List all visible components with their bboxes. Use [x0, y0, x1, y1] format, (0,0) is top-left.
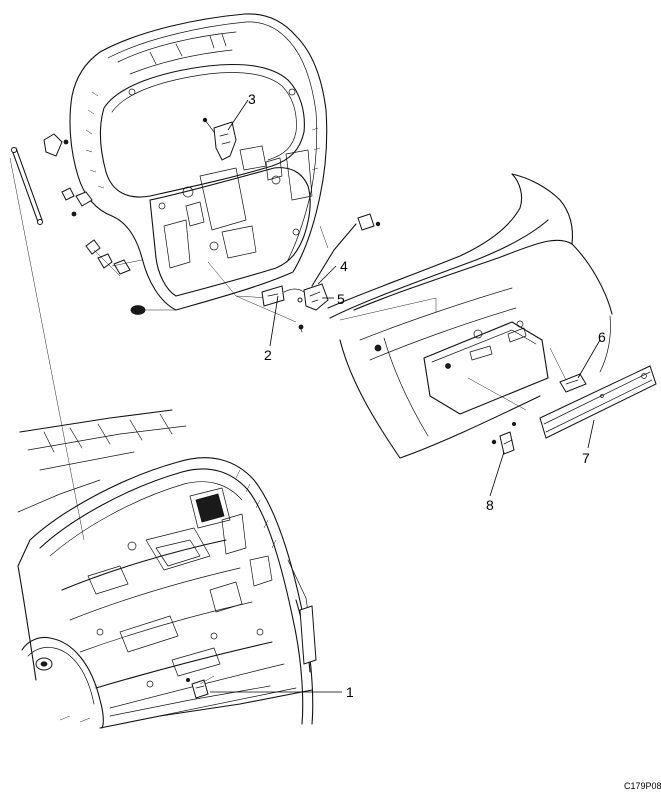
vehicle-cargo-area — [17, 409, 317, 729]
callout-labels: 1 2 3 4 5 6 7 8 — [248, 91, 606, 700]
callout-8: 8 — [486, 497, 494, 513]
callout-7: 7 — [582, 450, 590, 466]
callout-1: 1 — [346, 684, 354, 700]
garnish-molding-part — [539, 365, 657, 439]
vehicle-rear-body — [327, 173, 613, 459]
callout-3: 3 — [248, 91, 256, 107]
license-lamp-part — [491, 421, 517, 455]
callout-5: 5 — [337, 291, 345, 307]
callout-4: 4 — [340, 258, 348, 274]
liftgate-door — [69, 13, 328, 311]
callout-leaders — [210, 99, 601, 693]
callout-6: 6 — [598, 329, 606, 345]
actuator-rod-part — [311, 213, 381, 287]
lock-assembly-part — [261, 283, 329, 333]
gas-strut-part — [11, 133, 93, 225]
callout-2: 2 — [264, 347, 272, 363]
window-latch-part — [202, 117, 237, 161]
release-switch-part — [467, 347, 587, 411]
figure-code: C179P08 — [624, 781, 661, 791]
